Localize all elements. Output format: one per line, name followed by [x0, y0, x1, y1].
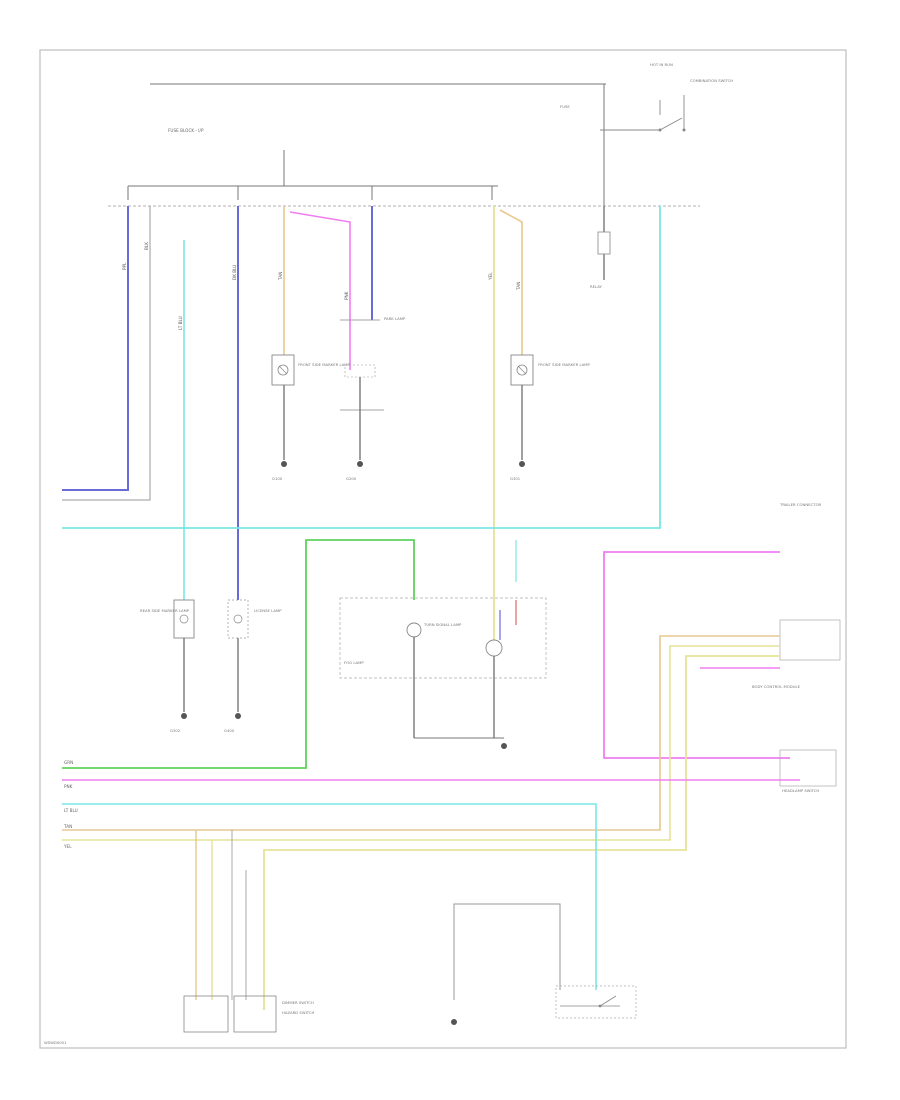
park-lamp-label: PARK LAMP	[384, 316, 406, 321]
bcm-label: BODY CONTROL MODULE	[752, 684, 801, 689]
hazard-label: HAZARD SWITCH	[282, 1010, 314, 1015]
wire-label-yel-lower: YEL	[63, 844, 72, 849]
ground-g302-label: G302	[170, 728, 181, 733]
connector-top-right	[597, 231, 611, 255]
diagram-frame	[39, 49, 847, 1049]
park-lamp	[340, 319, 384, 411]
wire-label-blk: BLK	[144, 242, 149, 250]
ground-g100	[281, 461, 287, 467]
ignition-switch	[600, 95, 686, 132]
wire-label-tan-lower: TAN	[63, 824, 72, 829]
ground-g302	[181, 713, 187, 719]
dimmer-switch	[183, 995, 229, 1033]
blue-wire-left	[62, 206, 129, 491]
turn-lamp-bulb-1	[406, 622, 422, 638]
lamp-left-label: FRONT SIDE MARKER LAMP	[298, 362, 351, 367]
ground-g301	[519, 461, 525, 467]
bcm-connector	[779, 619, 841, 661]
wire-label-ltblu: LT BLU	[178, 316, 183, 330]
rear-lamp-label: REAR SIDE MARKER LAMP	[140, 608, 190, 613]
turn-lamp-housing	[339, 597, 547, 679]
lamp-right-label: FRONT SIDE MARKER LAMP	[538, 362, 591, 367]
license-lamp	[227, 599, 249, 639]
tan-wire-2	[499, 209, 523, 355]
ltblu-wire-lower	[62, 803, 597, 990]
ground-bottom	[451, 1019, 457, 1025]
ground-g400-label: G400	[224, 728, 235, 733]
fuse-label: FUSE	[560, 104, 570, 109]
ground-g100-label: G100	[272, 476, 283, 481]
green-wire	[62, 539, 415, 769]
footer-code: WSWD0001	[44, 1040, 67, 1045]
wire-label-dkblu: DK BLU	[232, 265, 237, 280]
relay-label: RELAY	[590, 284, 603, 289]
fuse-block-label: FUSE BLOCK - I/P	[168, 128, 204, 133]
wire-label-ppl: PPL	[122, 262, 127, 270]
wire-label-ltblu-lower: LT BLU	[64, 808, 78, 813]
license-lamp-label: LICENSE LAMP	[254, 608, 282, 613]
yellow-wire-right	[62, 645, 780, 841]
wire-label-tan: TAN	[278, 272, 283, 281]
bottom-switch	[555, 985, 637, 1019]
headlamp-switch-label: HEADLAMP SWITCH	[782, 788, 819, 793]
wire-label-grn: GRN	[64, 760, 73, 765]
front-side-marker-lamp-right	[510, 354, 534, 386]
ground-center	[501, 743, 507, 749]
hot-label: HOT IN RUN	[650, 62, 673, 67]
switch-connector	[779, 749, 837, 787]
combo-switch-label: COMBINATION SWITCH	[690, 78, 733, 83]
ltblu-wire-right	[62, 206, 661, 529]
pink-wire-1	[289, 211, 351, 370]
black-wire-left	[62, 206, 151, 501]
ground-g400	[235, 713, 241, 719]
hazard-switch	[233, 995, 277, 1033]
bottom-loop-wire	[453, 903, 561, 1000]
ground-g301-label: G301	[510, 476, 521, 481]
wire-label-pnk: PNK	[344, 291, 349, 300]
fog-lamp-label: FOG LAMP	[344, 660, 364, 665]
ground-g200	[357, 461, 363, 467]
rear-side-marker-lamp	[173, 599, 195, 639]
turn-lamp-bulb-2	[485, 639, 503, 657]
wire-label-tan-2: TAN	[516, 282, 521, 291]
dimmer-label: DIMMER SWITCH	[282, 1000, 314, 1005]
yellow-wire-right-2	[263, 655, 780, 1010]
wire-label-yel: YEL	[488, 272, 493, 281]
tan-wire-right	[62, 635, 780, 831]
turn-lamp-label: TURN SIGNAL LAMP	[423, 622, 462, 627]
ground-g200-label: G200	[346, 476, 357, 481]
pink-wire-right	[603, 551, 790, 759]
front-side-marker-lamp-left	[271, 354, 295, 386]
trailer-connector-label: TRAILER CONNECTOR	[779, 502, 822, 507]
wire-label-pnk-lower: PNK	[64, 784, 73, 789]
